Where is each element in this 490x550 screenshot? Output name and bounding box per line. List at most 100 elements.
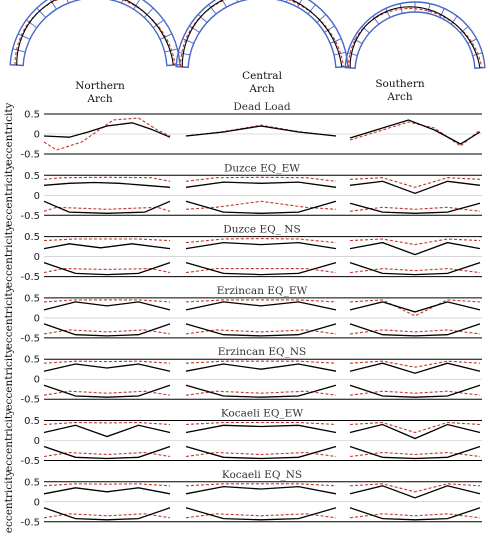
arch-label: Southern — [375, 78, 424, 90]
y-tick-label: 0.5 — [24, 416, 40, 427]
arch-ring-3 — [344, 1, 486, 69]
arch-voussoir-joint — [17, 33, 31, 40]
y-tick-label: 0 — [34, 313, 40, 324]
panel-title: Erzincan EQ_EW — [217, 285, 308, 297]
series-solid-line — [185, 241, 337, 250]
y-tick-label: 0.5 — [24, 110, 40, 121]
series-dashed-line — [43, 329, 171, 335]
series-solid-line — [349, 362, 481, 374]
series-dashed-line — [349, 206, 481, 212]
series-solid-line — [185, 261, 337, 276]
arch-voussoir-joint — [316, 14, 327, 23]
panel-title: Kocaeli EQ_EW — [221, 408, 303, 420]
arch-voussoir-joint — [324, 25, 335, 33]
series-solid-line — [349, 423, 481, 440]
series-solid-line — [43, 384, 171, 398]
y-tick-label: 0.5 — [24, 477, 40, 488]
series-dashed-line — [185, 513, 337, 519]
arch-thrust-line-solid — [349, 6, 481, 69]
series-dashed-line — [185, 124, 337, 137]
series-solid-line — [185, 200, 337, 214]
series-dashed-line — [349, 360, 481, 368]
arch-label: Arch — [386, 91, 412, 103]
series-solid-line — [43, 363, 171, 372]
series-solid-line — [349, 202, 481, 214]
arch-ring-1 — [9, 0, 181, 67]
panel-title: Kocaeli EQ_NS — [222, 469, 302, 481]
series-solid-line — [185, 384, 337, 398]
arch-thrust-line-dashed — [347, 7, 483, 68]
series-solid-line — [185, 323, 337, 337]
series-solid-line — [349, 261, 481, 276]
panel-title: Duzce EQ_ NS — [223, 224, 300, 236]
arch-voussoir-joint — [178, 51, 191, 56]
series-solid-line — [185, 445, 337, 460]
y-tick-label: -0.5 — [20, 211, 40, 222]
series-dashed-line — [43, 513, 171, 519]
y-tick-label: 0.5 — [24, 171, 40, 182]
arch-voussoir-joint — [460, 26, 469, 34]
arch-voussoir-joint — [143, 7, 154, 18]
series-dashed-line — [185, 483, 337, 487]
panel-title: Duzce EQ_EW — [224, 162, 300, 174]
y-tick-label: -0.5 — [20, 395, 40, 406]
series-solid-line — [185, 301, 337, 311]
arch-label: Northern — [75, 80, 125, 92]
arch-voussoir-joint — [25, 19, 38, 29]
series-dashed-line — [349, 483, 481, 493]
series-solid-line — [43, 507, 171, 521]
series-solid-line — [43, 445, 171, 460]
series-dashed-line — [185, 421, 337, 426]
series-solid-line — [43, 181, 171, 188]
arch-voussoir-joint — [427, 3, 431, 14]
series-dashed-line — [185, 451, 337, 458]
arch-voussoir-joint — [208, 4, 217, 15]
y-axis-label: eccentricity — [3, 348, 15, 411]
series-dashed-line — [185, 299, 337, 303]
series-dashed-line — [349, 238, 481, 246]
arch-voussoir-joint — [467, 38, 477, 44]
series-dashed-line — [43, 238, 171, 242]
y-tick-label: -0.5 — [20, 150, 40, 161]
series-solid-line — [43, 200, 171, 214]
arch-voussoir-joint — [297, 0, 303, 8]
series-solid-line — [43, 323, 171, 337]
arch-voussoir-joint — [385, 8, 391, 18]
arch-voussoir-joint — [66, 0, 69, 4]
y-tick-label: 0 — [34, 252, 40, 263]
series-solid-line — [349, 445, 481, 460]
series-dashed-line — [185, 176, 337, 182]
series-dashed-line — [43, 451, 171, 458]
arch-voussoir-joint — [347, 52, 358, 56]
series-solid-line — [349, 384, 481, 398]
y-tick-label: 0.5 — [24, 355, 40, 366]
series-solid-line — [185, 363, 337, 372]
series-solid-line — [185, 181, 337, 188]
series-dashed-line — [185, 268, 337, 274]
arch-label: Central — [242, 70, 283, 82]
series-solid-line — [349, 507, 481, 521]
arch-thrust-line-solid — [16, 0, 174, 66]
series-dashed-line — [43, 176, 171, 182]
arch-voussoir-joint — [50, 0, 57, 10]
y-axis-label: eccentricity — [3, 286, 15, 349]
arch-voussoir-joint — [133, 0, 140, 10]
series-solid-line — [185, 507, 337, 521]
series-solid-line — [349, 301, 481, 313]
arch-label: Arch — [86, 93, 112, 105]
arch-voussoir-joint — [361, 26, 370, 34]
series-solid-line — [43, 487, 171, 495]
arch-voussoir-joint — [236, 0, 239, 3]
y-axis-label: eccentricity — [3, 164, 15, 227]
series-solid-line — [43, 301, 171, 311]
arch-voussoir-joint — [221, 0, 227, 8]
arch-voussoir-joint — [330, 38, 342, 44]
